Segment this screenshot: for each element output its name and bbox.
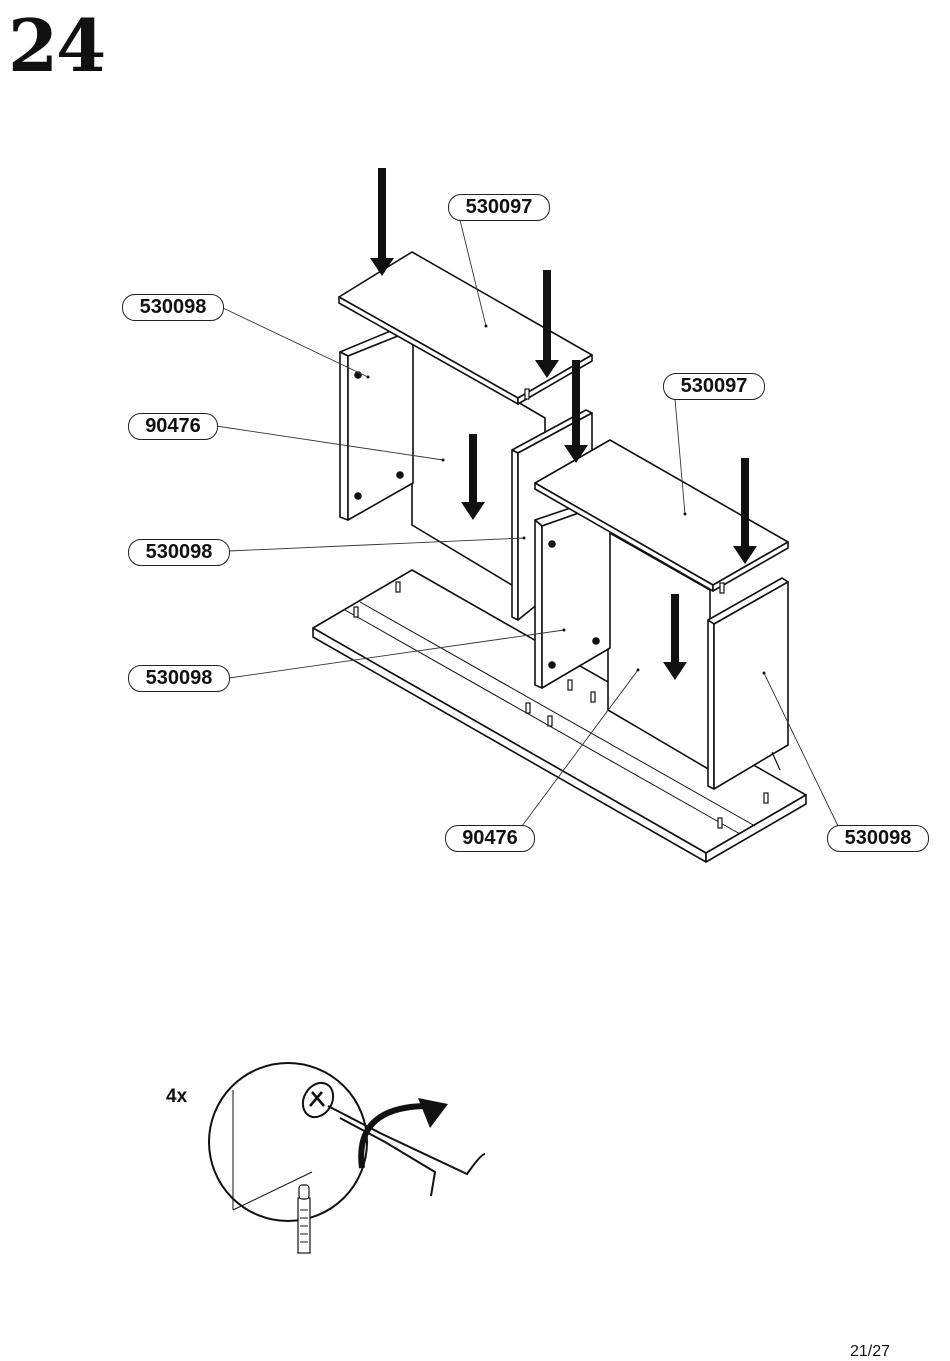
- down-arrows: [370, 168, 757, 680]
- callout-side-panel-left-inner: 530098: [128, 539, 230, 566]
- callout-side-panel-right-outer: 530098: [827, 825, 929, 852]
- quantity-label: 4x: [166, 1086, 188, 1107]
- callout-side-panel-left-outer: 530098: [122, 294, 224, 321]
- step-number: 24: [8, 3, 106, 88]
- callout-back-panel-left: 90476: [128, 413, 218, 440]
- side-panel-left-outer-shape: [339, 324, 414, 521]
- callout-top-panel-right: 530097: [663, 373, 765, 400]
- screwing-detail: [208, 1062, 486, 1254]
- callout-top-panel-left: 530097: [448, 194, 550, 221]
- leader-lines: [215, 219, 839, 827]
- side-panel-right-inner-shape: [534, 496, 611, 689]
- dowel-pins: [353, 388, 769, 829]
- top-panel-right-shape: [534, 439, 789, 592]
- side-panel-right-outer-shape: [707, 577, 789, 790]
- bottom-panel-shape: [312, 569, 807, 863]
- page-number: 21/27: [849, 1343, 890, 1360]
- callout-bottom-panel: 530098: [128, 665, 230, 692]
- callout-back-panel-right: 90476: [445, 825, 535, 852]
